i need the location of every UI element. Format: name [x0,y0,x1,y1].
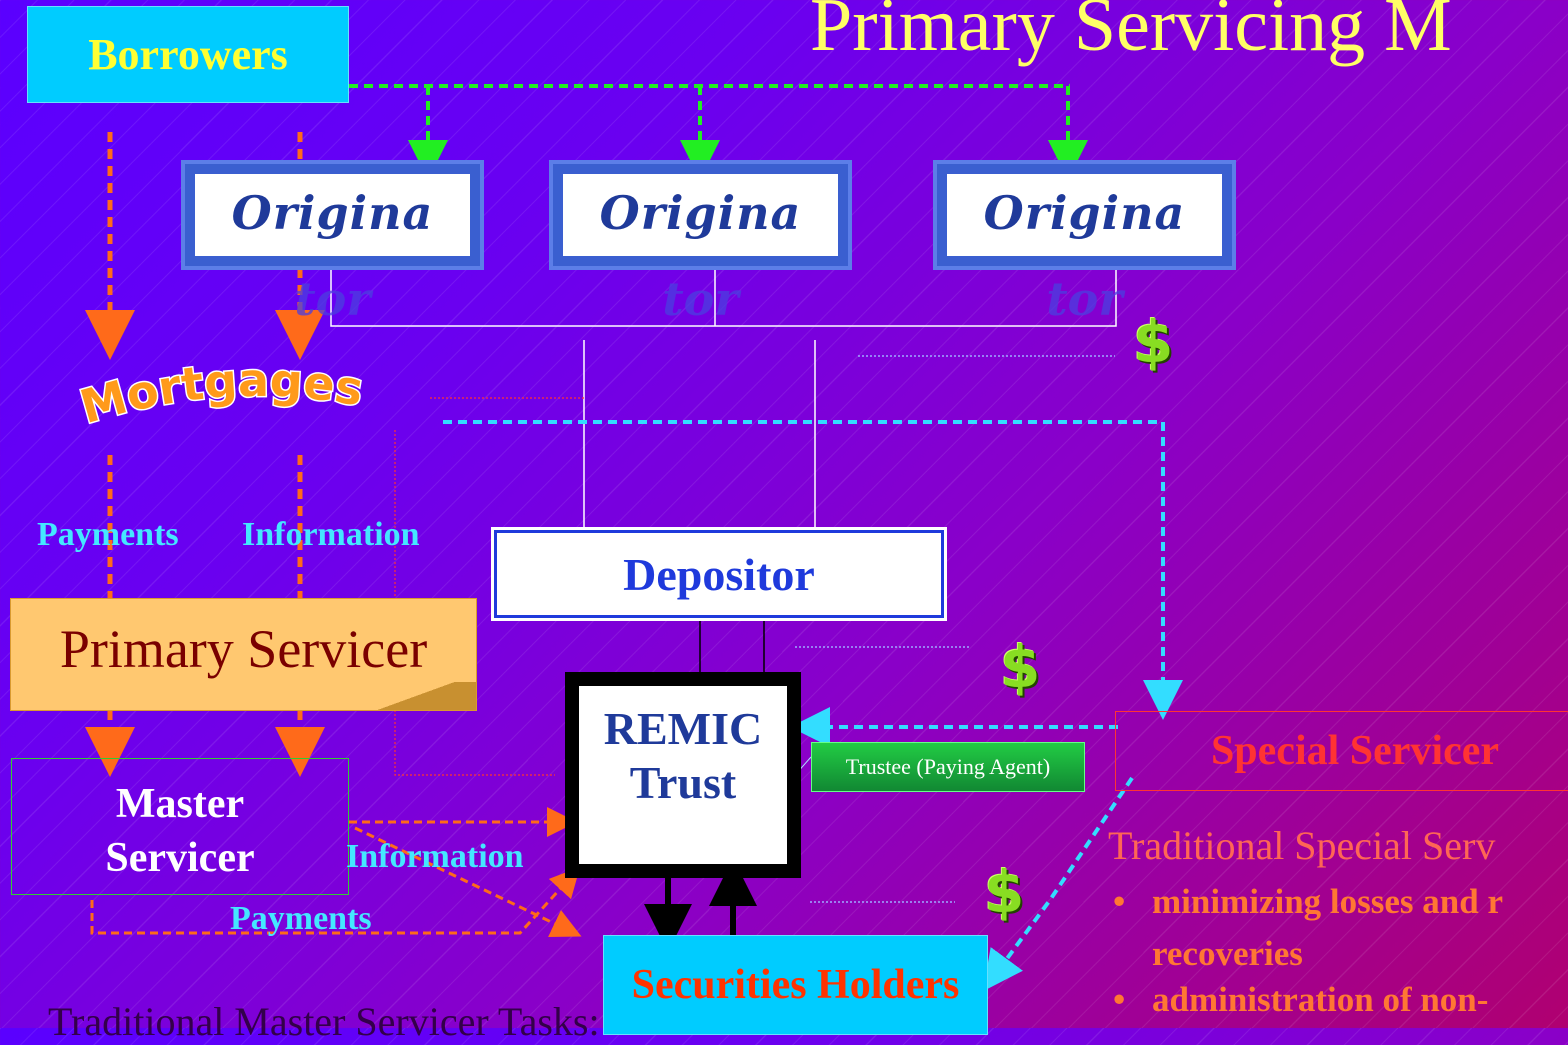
svg-text:Mortgages: Mortgages [78,358,367,434]
special-tasks-title: Traditional Special Serv [1108,823,1496,868]
borrowers-box: Borrowers [27,6,349,103]
originator-overflow-1: tor [294,272,371,326]
borrowers-to-originators-arrows [349,84,1088,180]
payments-label-bottom: Payments [230,900,372,937]
remic-line1: REMIC [603,703,763,754]
primary-servicer-box: Primary Servicer [10,598,477,711]
page-title: Primary Servicing M [810,0,1452,67]
master-tasks-title: Traditional Master Servicer Tasks: [48,999,600,1044]
trustee-callout: Trustee (Paying Agent) [811,742,1085,792]
dollar-icon: $ [1000,633,1041,701]
depositor-remic-connector [699,618,765,672]
originator-depositor-connector [330,270,1117,530]
information-label-top: Information [242,516,420,553]
master-servicer-line1: Master [115,781,245,827]
remic-trust-box: REMIC Trust [565,672,801,878]
originator-box-2: Origina tor [549,160,852,326]
special-task-item: recoveries [1152,934,1303,973]
originator-label-1: Origina [231,186,434,240]
special-task-item: minimizing losses and r [1152,882,1504,921]
special-task-item: administration of non- [1152,980,1489,1019]
mortgages-wordart: Mortgages [78,358,369,436]
master-servicer-box: Master Servicer [11,758,349,895]
originator-overflow-3: tor [1046,272,1123,326]
remic-securities-arrows [644,858,757,952]
master-to-remic-arrows [90,807,582,938]
special-task-bullet-2: • [1113,980,1126,1019]
mortgages-to-special-servicer-arrow [443,420,1183,992]
depositor-box: Depositor [491,527,947,621]
originator-label-2: Origina [599,186,802,240]
originator-box-3: Origina tor [933,160,1236,326]
primary-servicer-label: Primary Servicer [59,618,428,679]
mortgages-label: Mortgages [78,358,369,436]
originator-label-3: Origina [983,186,1186,240]
remic-line2: Trust [629,757,737,808]
dotted-guides [795,355,1115,903]
mortgages-to-trust-thin-lines [394,397,584,776]
special-task-bullet-1: • [1113,882,1126,921]
dollar-icon: $ [1133,308,1174,376]
master-servicer-line2: Servicer [105,835,255,881]
originator-overflow-2: tor [662,272,739,326]
information-label-bottom: Information [346,838,524,875]
securities-holders-box: Securities Holders [603,935,988,1035]
payments-label-top: Payments [37,516,179,553]
special-servicer-box: Special Servicer [1115,711,1568,791]
originator-box-1: Origina tor [181,160,484,326]
dollar-icon: $ [984,858,1025,926]
